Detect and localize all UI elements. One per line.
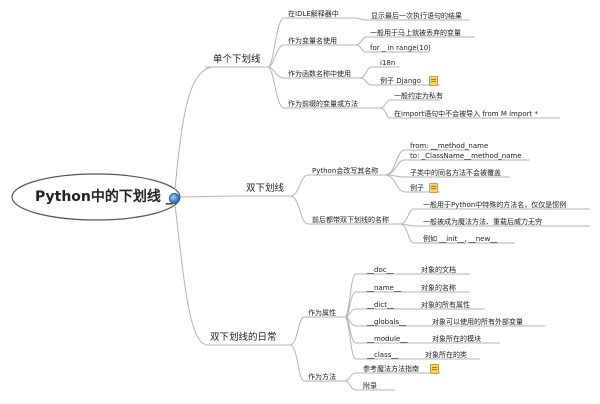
- node-prefix: 作为前缀的变量或方法: [288, 100, 358, 108]
- attr-globals-desc: 对象可以使用的所有外部变量: [432, 318, 523, 326]
- leaf-to: to: _ClassName__method_name: [410, 152, 522, 160]
- note-icon: [430, 364, 439, 374]
- attr-doc-desc: 对象的文档: [421, 266, 456, 274]
- leaf-private: 一般约定为私有: [394, 92, 443, 100]
- node-dunder-names: 前后都带双下划线的名称: [312, 216, 389, 224]
- attr-class-name: __class__: [367, 351, 399, 359]
- root-title: Python中的下划线 _: [35, 189, 173, 205]
- leaf-variable-for: for _ in range(10): [370, 44, 431, 52]
- leaf-from: from: __method_name: [410, 142, 489, 150]
- node-as-attribute: 作为属性: [308, 309, 336, 317]
- branch-daily-dunder: 双下划线的日常: [210, 332, 277, 343]
- leaf-variable-discard: 一般用于马上就被丢弃的变量: [370, 29, 461, 37]
- note-icon: [429, 76, 438, 86]
- attr-globals-name: __globals__: [367, 318, 406, 326]
- node-function-name: 作为函数名称中使用: [288, 70, 351, 78]
- leaf-magic-methods: 一般被成为魔法方法、重载后威力无穷: [423, 218, 542, 226]
- leaf-import: 在import语句中不会被导入 from M import *: [394, 110, 538, 118]
- node-name-mangling: Python会改写其名称: [312, 167, 379, 175]
- note-icon: [429, 183, 438, 193]
- node-as-method: 作为方法: [308, 373, 336, 381]
- attr-doc-name: __doc__: [367, 266, 394, 274]
- branch-double-underscore: 双下划线: [246, 183, 285, 194]
- leaf-init-new: 例如 __init__, __new__: [423, 235, 498, 243]
- attr-dict-desc: 对象的所有属性: [421, 301, 470, 309]
- leaf-idle-last-result: 显示最后一次执行语句的结果: [371, 12, 462, 20]
- leaf-special-methods: 一般用于Python中特殊的方法名，仅仅是惯例: [423, 201, 567, 209]
- node-idle: 在IDLE解释器中: [288, 10, 339, 18]
- attr-module-name: __module__: [367, 335, 408, 343]
- attr-class-desc: 对象所在的类: [425, 351, 467, 359]
- leaf-django-example: 例子 Django: [380, 77, 422, 85]
- leaf-no-override: 子类中的同名方法不会被覆盖: [410, 169, 501, 177]
- globe-icon: [169, 193, 180, 204]
- attr-name-desc: 对象的名称: [421, 284, 456, 292]
- leaf-magic-guide: 参考魔法方法指南: [363, 365, 419, 373]
- attr-module-desc: 对象所在的模块: [432, 335, 481, 343]
- leaf-example: 例子: [410, 184, 424, 192]
- branch-single-underscore: 单个下划线: [213, 54, 261, 65]
- attr-dict-name: __dict__: [367, 301, 394, 309]
- leaf-appendix: 附录: [363, 382, 377, 390]
- leaf-i18n: i18n: [380, 59, 396, 67]
- node-variable: 作为变量名使用: [288, 37, 337, 45]
- attr-name-name: __name__: [367, 284, 401, 292]
